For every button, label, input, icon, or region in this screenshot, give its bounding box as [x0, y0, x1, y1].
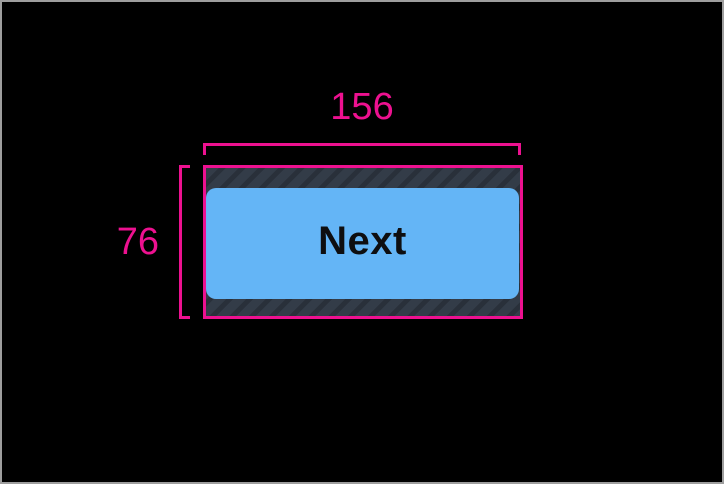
next-button[interactable]: Next — [206, 188, 519, 299]
width-dimension-line — [203, 143, 521, 155]
width-dimension-label: 156 — [330, 86, 394, 128]
height-dimension-label: 76 — [116, 221, 159, 263]
width-dimension-left-tick — [203, 143, 206, 155]
height-dimension-bottom-tick — [179, 316, 190, 319]
tap-target-outline: Next — [203, 165, 523, 319]
height-dimension-top-tick — [179, 165, 190, 168]
width-dimension-right-tick — [518, 143, 521, 155]
height-dimension-line — [179, 165, 190, 319]
